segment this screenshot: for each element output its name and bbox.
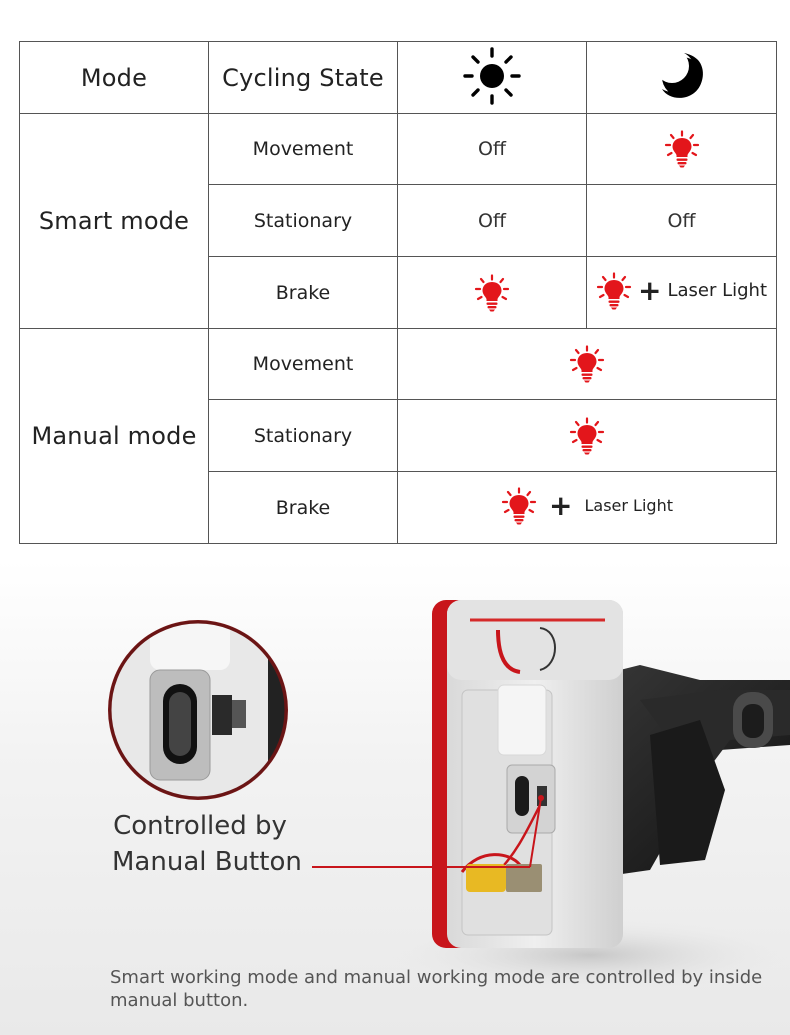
manual-stationary-state: Stationary bbox=[208, 399, 398, 472]
smart-brake-day bbox=[397, 256, 587, 329]
header-night bbox=[586, 41, 777, 114]
table-header-row: Mode Cycling State bbox=[19, 41, 777, 114]
smart-movement-day: Off bbox=[397, 113, 587, 185]
smart-stationary-night: Off bbox=[586, 184, 777, 257]
header-cycling-state: Cycling State bbox=[208, 41, 398, 114]
tail-light-illustration bbox=[108, 600, 790, 991]
sun-icon bbox=[463, 46, 521, 105]
red-bulb-icon bbox=[596, 272, 632, 310]
manual-stationary-value bbox=[397, 399, 777, 472]
red-bulb-icon bbox=[474, 274, 510, 312]
table-row: Brake + Laser Light bbox=[20, 471, 777, 544]
smart-stationary-day: Off bbox=[397, 184, 587, 257]
caption-text: Smart working mode and manual working mo… bbox=[110, 967, 763, 1011]
red-bulb-icon bbox=[569, 345, 605, 383]
manual-brake-state: Brake bbox=[208, 471, 398, 544]
laser-light-label: Laser Light bbox=[667, 280, 768, 301]
callout-line1: Controlled by bbox=[113, 811, 287, 841]
callout-text: Controlled by Manual Button bbox=[100, 808, 320, 880]
smart-mode-label: Smart mode bbox=[19, 113, 209, 329]
header-mode: Mode bbox=[19, 41, 209, 114]
product-photo bbox=[0, 560, 790, 1035]
red-bulb-icon bbox=[664, 130, 700, 168]
laser-light-label: Laser Light bbox=[584, 496, 673, 515]
mode-table-wrapper: Mode Cycling State bbox=[19, 41, 777, 544]
plus-icon: + bbox=[637, 273, 662, 307]
smart-movement-state: Movement bbox=[208, 113, 398, 185]
table-row: Manual mode Movement bbox=[19, 328, 777, 544]
plus-icon: + bbox=[549, 488, 573, 522]
smart-brake-night: + Laser Light bbox=[586, 256, 777, 329]
smart-movement-night bbox=[586, 113, 777, 185]
moon-icon bbox=[654, 48, 703, 98]
red-bulb-icon bbox=[501, 487, 537, 525]
red-bulb-icon bbox=[569, 417, 605, 455]
table-row: Smart mode Movement Off bbox=[19, 113, 777, 329]
mode-table: Mode Cycling State bbox=[19, 41, 777, 544]
manual-movement-state: Movement bbox=[208, 328, 398, 400]
smart-stationary-state: Stationary bbox=[208, 184, 398, 257]
manual-movement-value bbox=[397, 328, 777, 400]
header-day bbox=[397, 41, 587, 114]
manual-brake-value: + Laser Light bbox=[397, 471, 777, 544]
table-row: Stationary Off Off bbox=[20, 184, 777, 257]
table-row: Stationary bbox=[20, 399, 777, 472]
table-row: Brake + Laser Light bbox=[20, 256, 777, 329]
callout-line2: Manual Button bbox=[112, 847, 302, 877]
manual-mode-label: Manual mode bbox=[19, 328, 209, 544]
smart-brake-state: Brake bbox=[208, 256, 398, 329]
